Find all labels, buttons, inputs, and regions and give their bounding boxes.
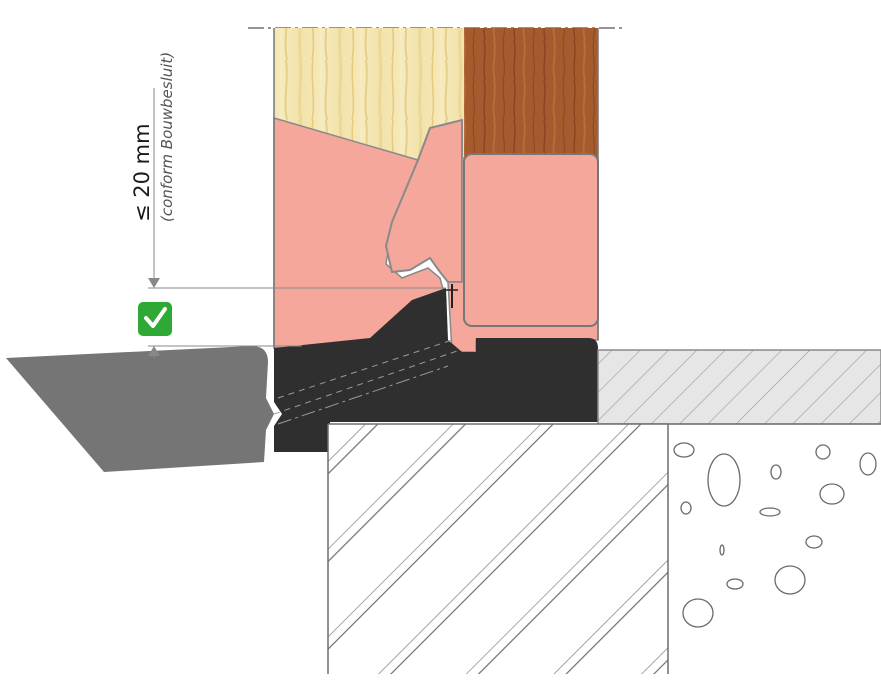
stone-sill (6, 346, 274, 472)
dimension-arrow-up (148, 346, 160, 356)
threshold-hidden-lines (273, 339, 461, 425)
dimension-lines (148, 88, 446, 358)
seal-detail (446, 284, 458, 308)
concrete-fill (668, 423, 881, 628)
threshold-profile (274, 288, 598, 452)
check-badge (138, 302, 172, 336)
hardwood-frame (464, 28, 598, 168)
door-panel (463, 153, 599, 327)
interior-floor (597, 349, 881, 425)
dimension-value-label: ≤ 20 mm (130, 123, 154, 222)
dimension-note-label: (conform Bouwbesluit) (158, 52, 176, 222)
foundation-wall (327, 423, 669, 674)
frame-hook-profile (384, 118, 463, 283)
check-icon (144, 307, 167, 328)
dimension-arrow-down (148, 278, 160, 288)
